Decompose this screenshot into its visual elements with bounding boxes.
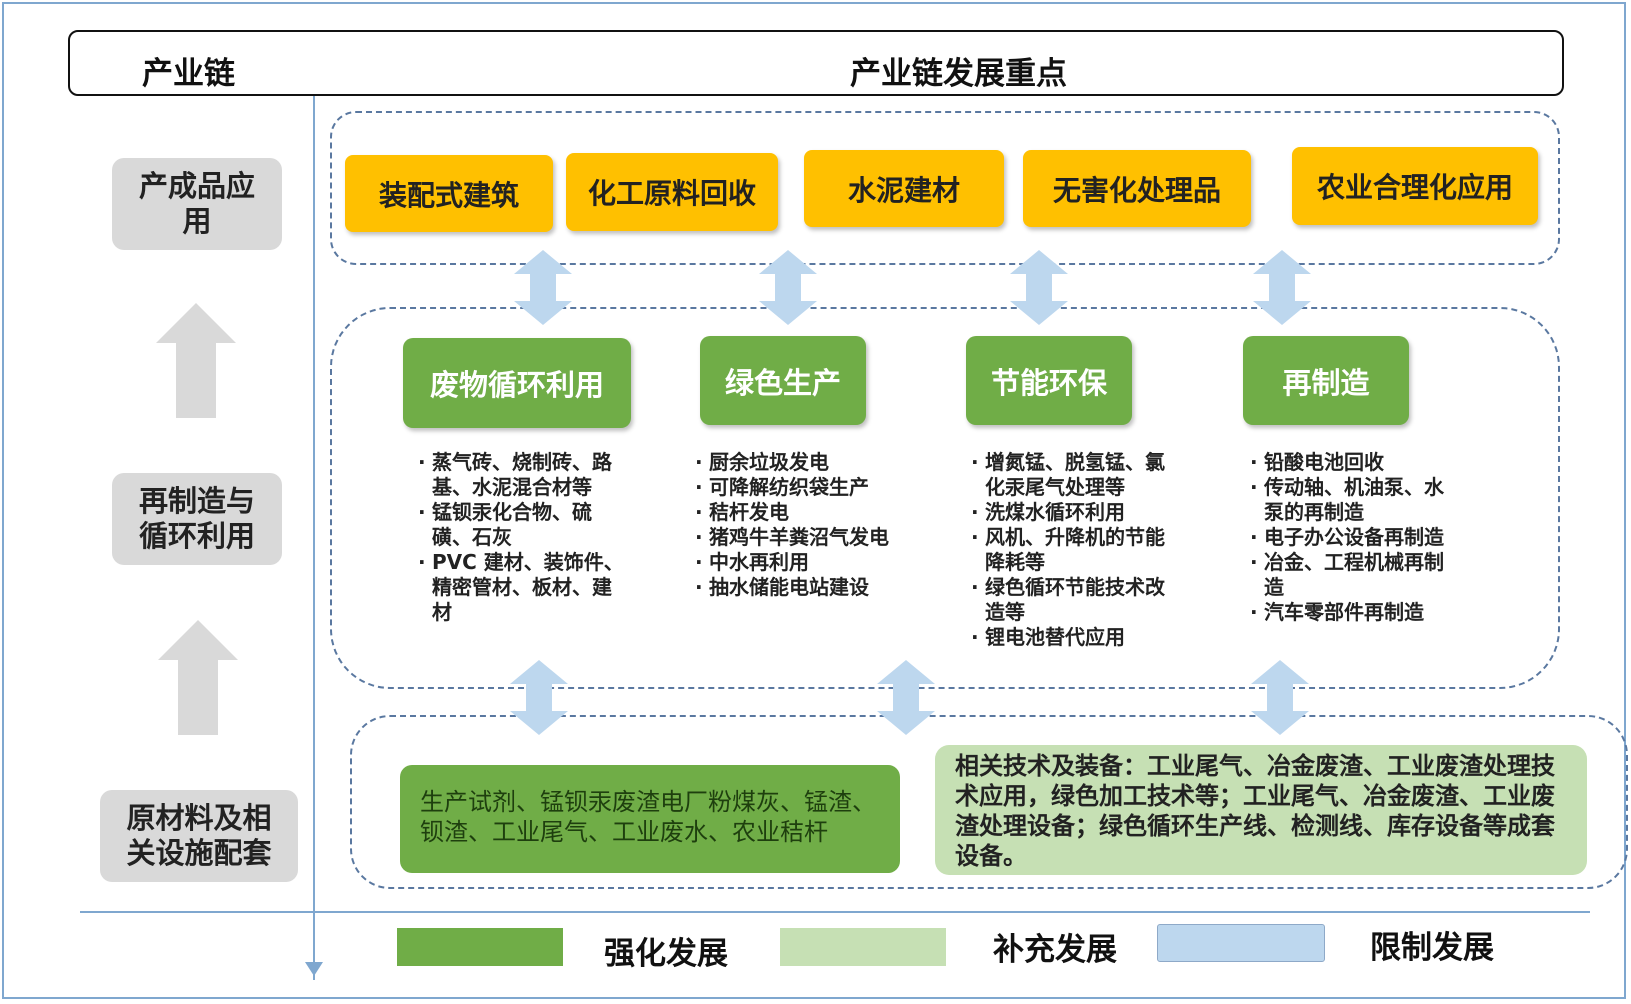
stage-recycling-label: 再制造与循环利用 <box>138 484 255 553</box>
list-item: 绿色循环节能技术改造等 <box>969 575 1174 625</box>
list-item: 中水再利用 <box>693 550 913 575</box>
list-item: 汽车零部件再制造 <box>1248 600 1448 625</box>
list-item: 抽水储能电站建设 <box>693 575 913 600</box>
category-item-list: 厨余垃圾发电 可降解纺织袋生产 秸杆发电 猪鸡牛羊粪沼气发电 中水再利用 抽水储… <box>693 450 913 600</box>
horizontal-axis-line <box>80 911 1590 913</box>
list-item: 风机、升降机的节能降耗等 <box>969 525 1174 575</box>
stage-raw-materials: 原材料及相关设施配套 <box>100 790 298 882</box>
list-item: 锰钡汞化合物、硫磺、石灰 <box>416 500 631 550</box>
list-item: 可降解纺织袋生产 <box>693 475 913 500</box>
list-item: 洗煤水循环利用 <box>969 500 1174 525</box>
category-item-list: 铅酸电池回收 传动轴、机油泵、水泵的再制造 电子办公设备再制造 冶金、工程机械再… <box>1248 450 1448 625</box>
product-label: 化工原料回收 <box>587 177 756 210</box>
list-item: 铅酸电池回收 <box>1248 450 1448 475</box>
category-box: 节能环保 <box>966 336 1132 425</box>
stage-products-label: 产成品应用 <box>138 169 255 238</box>
product-box: 无害化处理品 <box>1023 150 1251 227</box>
category-box: 再制造 <box>1243 336 1409 425</box>
double-arrow-icon <box>1010 250 1068 325</box>
product-box: 装配式建筑 <box>345 155 553 232</box>
legend-swatch-strengthen <box>397 928 563 966</box>
product-box: 农业合理化应用 <box>1292 147 1538 225</box>
list-item: 蒸气砖、烧制砖、路基、水泥混合材等 <box>416 450 631 500</box>
header-right-title: 产业链发展重点 <box>850 56 1067 92</box>
list-item: 传动轴、机油泵、水泵的再制造 <box>1248 475 1448 525</box>
product-label: 农业合理化应用 <box>1316 171 1513 204</box>
product-label: 装配式建筑 <box>378 178 519 212</box>
up-arrow-icon <box>158 620 238 735</box>
list-item: 增氮锰、脱氢锰、氯化汞尾气处理等 <box>969 450 1174 500</box>
category-title: 废物循环利用 <box>429 368 604 402</box>
double-arrow-icon <box>514 250 572 325</box>
axis-arrow-down-icon <box>305 962 323 976</box>
header-left-title: 产业链 <box>142 56 235 92</box>
list-item: 电子办公设备再制造 <box>1248 525 1448 550</box>
double-arrow-icon <box>1253 250 1311 325</box>
product-box: 水泥建材 <box>804 150 1004 227</box>
vertical-axis-line <box>313 96 315 980</box>
raw-materials-box: 生产试剂、锰钡汞废渣电厂粉煤灰、锰渣、钡渣、工业尾气、工业废水、农业秸杆 <box>400 765 900 873</box>
list-item: 锂电池替代应用 <box>969 625 1174 650</box>
list-item: 冶金、工程机械再制造 <box>1248 550 1448 600</box>
list-item: 厨余垃圾发电 <box>693 450 913 475</box>
legend-label-strengthen: 强化发展 <box>604 936 728 972</box>
product-label: 水泥建材 <box>847 173 960 207</box>
raw-materials-text: 生产试剂、锰钡汞废渣电厂粉煤灰、锰渣、钡渣、工业尾气、工业废水、农业秸杆 <box>420 788 876 846</box>
legend-label-limit: 限制发展 <box>1370 930 1494 966</box>
stage-raw-materials-label: 原材料及相关设施配套 <box>126 801 272 870</box>
tech-equipment-box: 相关技术及装备：工业尾气、冶金废渣、工业废渣处理技术应用，绿色加工技术等；工业尾… <box>935 745 1587 875</box>
list-item: PVC 建材、装饰件、精密管材、板材、建材 <box>416 550 631 625</box>
legend-swatch-supplement <box>780 928 946 966</box>
double-arrow-icon <box>877 660 935 735</box>
up-arrow-icon <box>156 303 236 418</box>
category-title: 节能环保 <box>990 365 1107 400</box>
list-item: 秸杆发电 <box>693 500 913 525</box>
tech-equipment-text: 相关技术及装备：工业尾气、冶金废渣、工业废渣处理技术应用，绿色加工技术等；工业尾… <box>955 752 1555 870</box>
legend-label-supplement: 补充发展 <box>993 932 1117 968</box>
category-box: 绿色生产 <box>700 336 866 425</box>
category-title: 绿色生产 <box>724 365 841 400</box>
list-item: 猪鸡牛羊粪沼气发电 <box>693 525 913 550</box>
recycling-container <box>330 307 1560 689</box>
double-arrow-icon <box>759 250 817 325</box>
double-arrow-icon <box>1251 660 1309 735</box>
raw-materials-container <box>350 715 1628 889</box>
header-bar: 产业链 产业链发展重点 <box>68 30 1564 96</box>
products-container <box>330 111 1560 265</box>
stage-recycling: 再制造与循环利用 <box>112 473 282 565</box>
category-title: 再制造 <box>1282 365 1370 400</box>
category-box: 废物循环利用 <box>403 338 631 428</box>
double-arrow-icon <box>510 660 568 735</box>
product-box: 化工原料回收 <box>566 153 778 231</box>
stage-products: 产成品应用 <box>112 158 282 250</box>
legend-swatch-limit <box>1157 924 1325 962</box>
product-label: 无害化处理品 <box>1052 173 1221 207</box>
category-item-list: 增氮锰、脱氢锰、氯化汞尾气处理等 洗煤水循环利用 风机、升降机的节能降耗等 绿色… <box>969 450 1174 650</box>
category-item-list: 蒸气砖、烧制砖、路基、水泥混合材等 锰钡汞化合物、硫磺、石灰 PVC 建材、装饰… <box>416 450 631 625</box>
